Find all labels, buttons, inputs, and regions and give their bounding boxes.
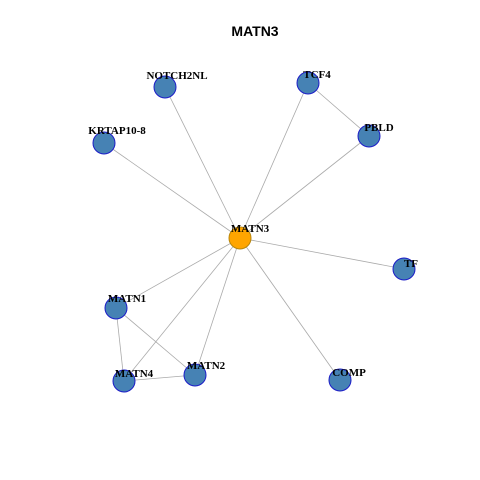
node-label-pbld: PBLD [364,122,393,134]
diagram-title: MATN3 [231,23,278,39]
node-krtap10-8 [92,131,116,155]
edge-matn3-notch2nl [164,86,241,239]
node-notch2nl [153,75,177,99]
node-matn3 [228,226,252,250]
node-tf [392,257,416,281]
node-label-comp: COMP [332,367,366,379]
node-matn2 [183,363,207,387]
node-label-notch2nl: NOTCH2NL [146,70,207,82]
node-matn4 [112,369,136,393]
node-tcf4 [296,71,320,95]
node-label-matn2: MATN2 [187,360,226,372]
edge-matn1-matn2 [115,307,196,376]
edge-matn1-matn4 [115,307,125,382]
edge-matn3-krtap10-8 [103,142,241,239]
node-label-matn1: MATN1 [108,293,146,305]
node-pbld [357,124,381,148]
edge-matn3-comp [239,237,341,381]
node-label-krtap10-8: KRTAP10-8 [88,125,146,137]
node-label-matn4: MATN4 [115,368,154,380]
edge-matn3-matn1 [115,237,241,309]
edge-matn3-tcf4 [239,82,309,239]
node-comp [328,368,352,392]
edge-matn4-matn2 [123,374,196,382]
edge-tcf4-pbld [307,82,370,137]
edge-layer [103,82,405,382]
node-label-tcf4: TCF4 [303,69,331,81]
edge-matn3-matn4 [123,237,241,382]
edge-matn3-tf [239,237,405,270]
node-matn1 [104,296,128,320]
edge-matn3-pbld [239,135,370,239]
edge-matn3-matn2 [194,237,241,376]
node-label-matn3: MATN3 [231,223,270,235]
node-label-tf: TF [404,258,418,270]
